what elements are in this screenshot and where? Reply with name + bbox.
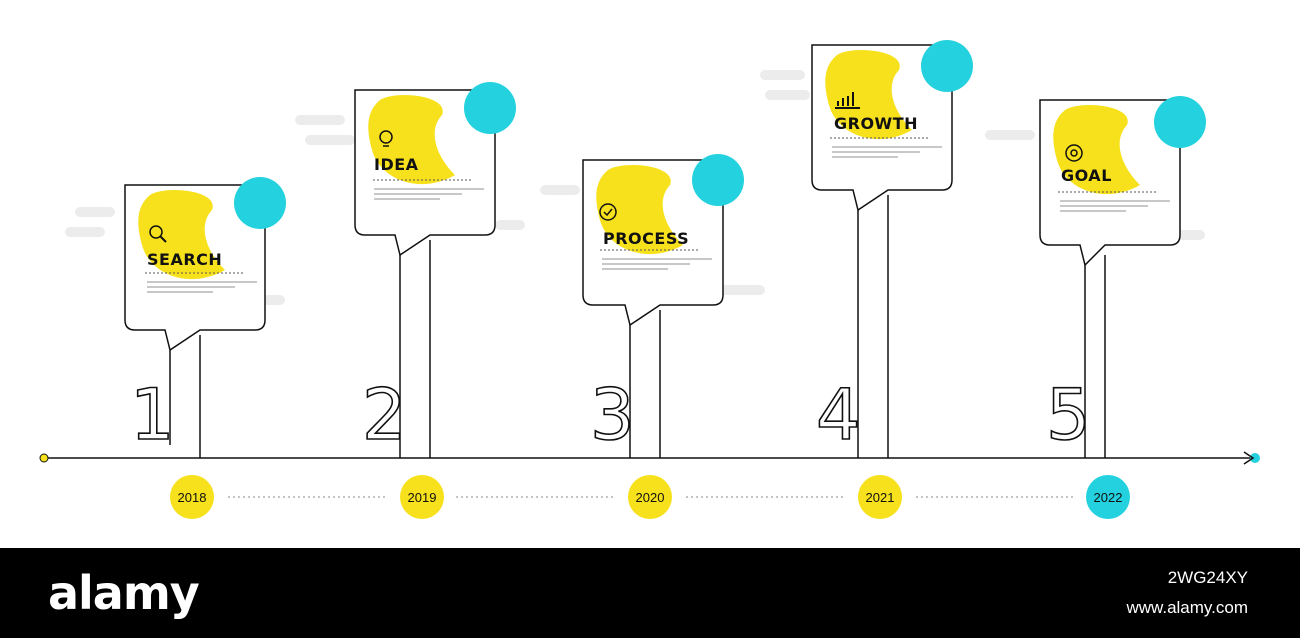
step-2-card: [354, 82, 516, 257]
step-number: 5: [1045, 374, 1091, 456]
step-number: 1: [129, 374, 175, 456]
timeline-end-dot: [1250, 453, 1260, 463]
step-3-card: [582, 154, 744, 327]
step-body-text: [374, 188, 484, 203]
watermark-footer: alamy 2WG24XY www.alamy.com: [0, 548, 1300, 638]
year-badge: 2019: [400, 475, 444, 519]
step-number: 3: [589, 374, 635, 456]
step-label: GOAL: [1061, 166, 1112, 185]
step-label: GROWTH: [834, 114, 919, 133]
bar-chart-icon: [835, 90, 861, 108]
gear-check-icon: [600, 204, 616, 220]
target-icon: [1066, 145, 1082, 161]
step-1-card: [124, 177, 286, 352]
year-badge: 2022: [1086, 475, 1130, 519]
timeline-artwork: [39, 40, 1260, 498]
brand-logo: alamy: [48, 566, 200, 620]
step-label: PROCESS: [603, 229, 690, 248]
step-label: SEARCH: [147, 250, 223, 269]
step-number: 4: [815, 374, 861, 456]
connector-legs: [169, 195, 1106, 458]
step-body-text: [832, 146, 942, 161]
year-badge: 2018: [170, 475, 214, 519]
magnifier-icon: [148, 224, 164, 240]
timeline-infographic: SEARCH IDEA PROCESS GROWTH GOAL 1 2 3 4 …: [39, 40, 1260, 519]
lightbulb-icon: [378, 130, 394, 146]
year-badge: 2021: [858, 475, 902, 519]
step-number: 2: [361, 374, 407, 456]
image-id: 2WG24XY: [1167, 568, 1248, 587]
timeline-arrow: [1243, 451, 1255, 465]
site-url: www.alamy.com: [1126, 598, 1248, 617]
step-4-card: [811, 40, 973, 212]
step-body-text: [602, 258, 712, 273]
step-label: IDEA: [374, 155, 419, 174]
step-5-card: [1039, 96, 1206, 267]
timeline-start-dot: [39, 453, 49, 463]
year-badge: 2020: [628, 475, 672, 519]
step-body-text: [1060, 200, 1170, 215]
step-body-text: [147, 281, 257, 296]
